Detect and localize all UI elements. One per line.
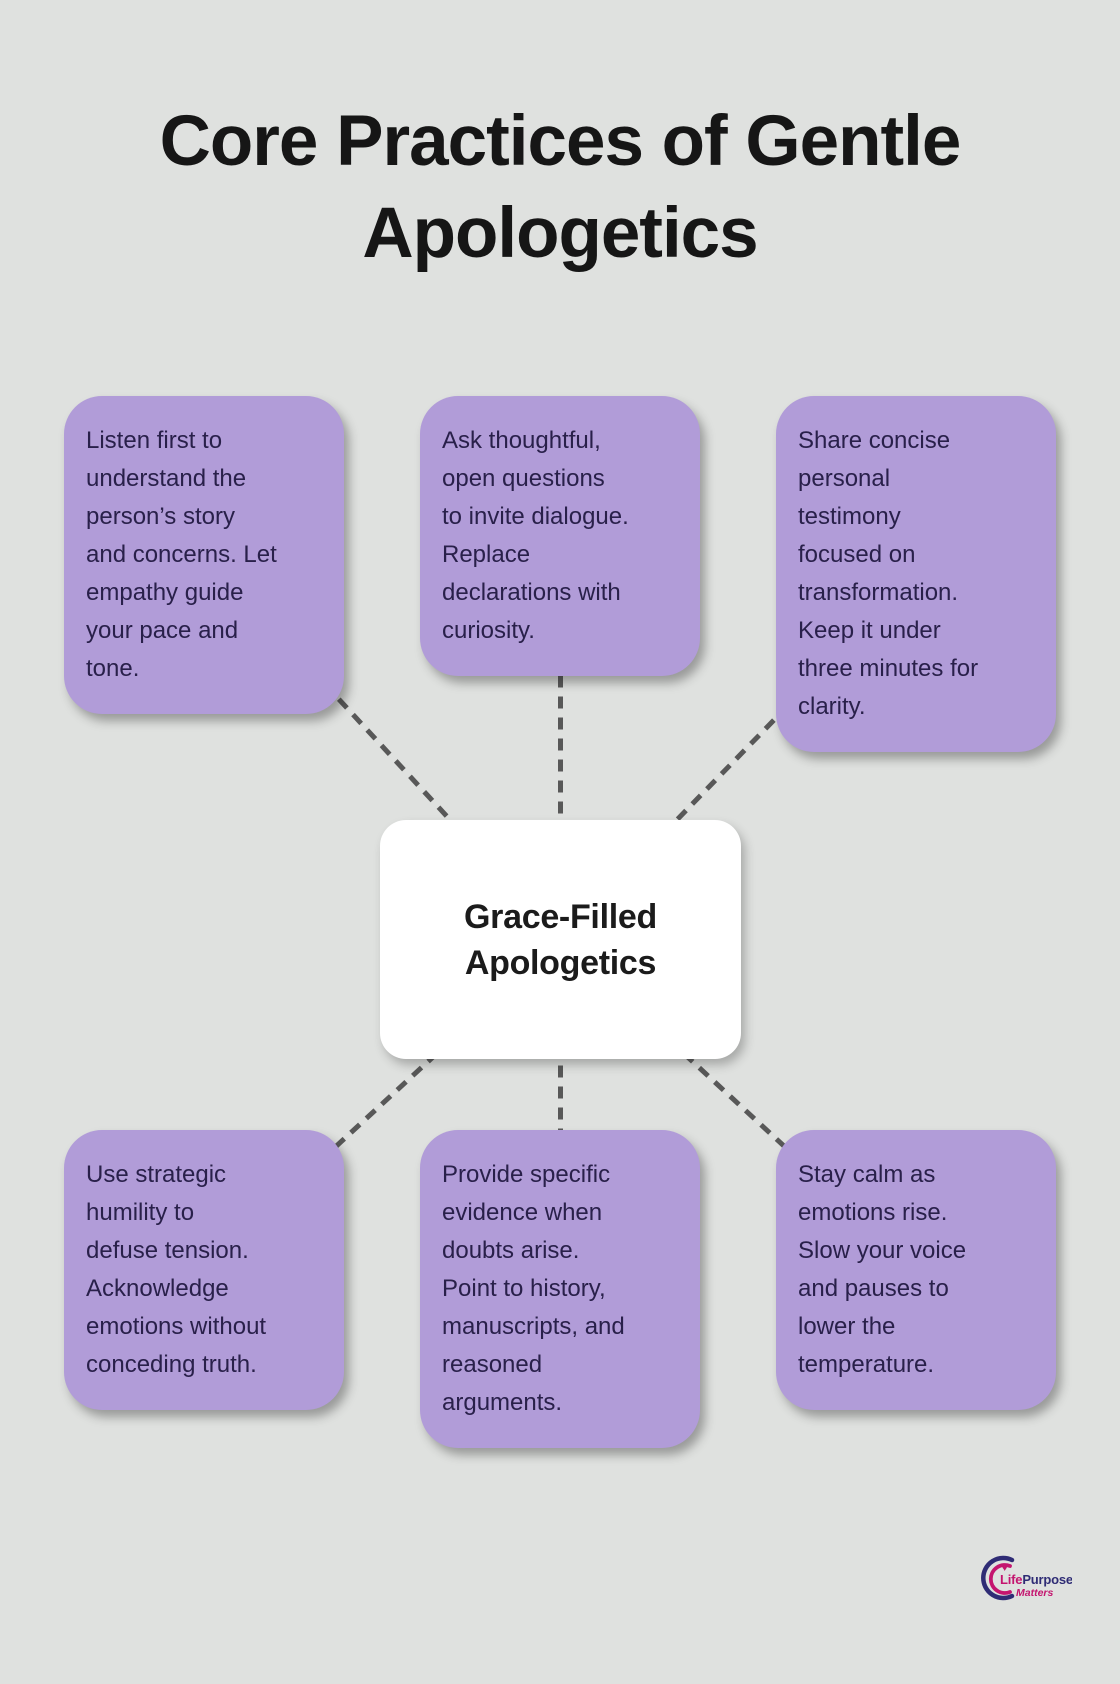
practice-card-calm: Stay calm as emotions rise. Slow your vo…: [776, 1130, 1056, 1410]
practice-text: Ask thoughtful, open questions to invite…: [442, 427, 629, 644]
practice-text: Use strategic humility to defuse tension…: [86, 1161, 267, 1378]
logo-heart-icon: ♥: [1002, 1563, 1007, 1573]
practice-text: Provide specific evidence when doubts ar…: [442, 1161, 625, 1416]
page-title: Core Practices of Gentle Apologetics: [159, 102, 962, 274]
lifepurpose-matters-logo: ♥ LifePurpose Matters: [981, 1555, 1072, 1601]
practice-card-humility: Use strategic humility to defuse tension…: [64, 1130, 344, 1410]
logo-word-matters: Matters: [1016, 1587, 1054, 1599]
practice-card-listen: Listen first to understand the person’s …: [64, 396, 344, 714]
logo-swirl-inner-arc-icon: [988, 1563, 1012, 1595]
logo-word-life: Life: [1000, 1572, 1022, 1587]
practice-card-questions: Ask thoughtful, open questions to invite…: [420, 396, 700, 676]
practice-card-evidence: Provide specific evidence when doubts ar…: [420, 1130, 700, 1448]
practice-card-testimony: Share concise personal testimony focused…: [776, 396, 1056, 752]
practice-text: Share concise personal testimony focused…: [798, 427, 979, 720]
central-topic-card: Grace-Filled Apologetics: [380, 820, 741, 1059]
logo-word-purpose: Purpose: [1022, 1572, 1072, 1587]
practice-text: Listen first to understand the person’s …: [86, 427, 277, 682]
practice-text: Stay calm as emotions rise. Slow your vo…: [798, 1161, 967, 1378]
logo-wordmark: LifePurpose: [1000, 1572, 1072, 1587]
central-topic-label: Grace-Filled Apologetics: [464, 897, 657, 982]
logo-swirl-outer-arc-icon: [981, 1555, 1015, 1601]
